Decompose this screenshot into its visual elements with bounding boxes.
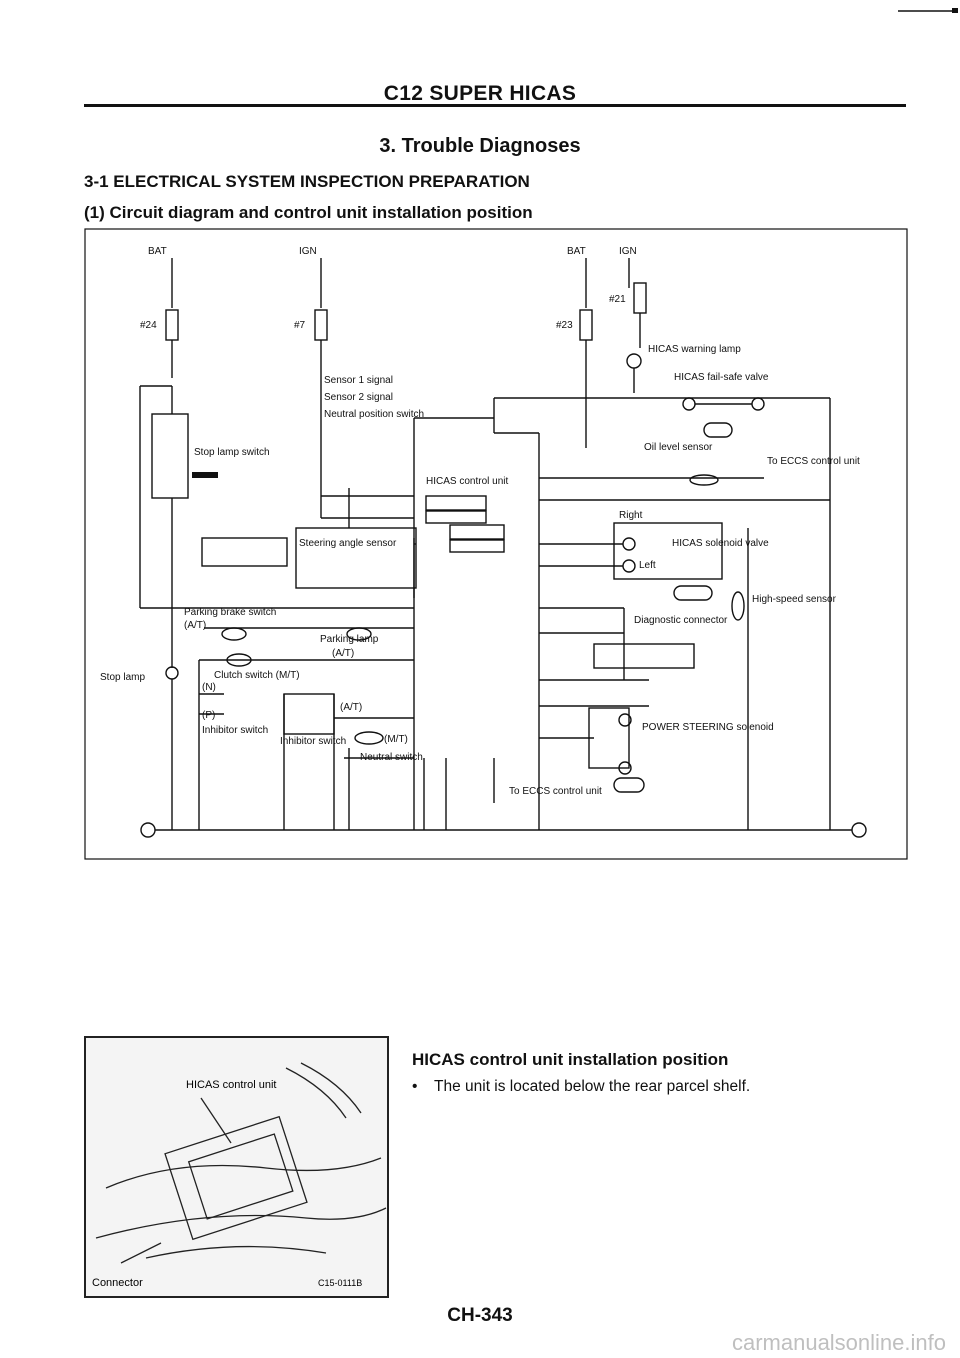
page-header-title: C12 SUPER HICAS	[383, 82, 577, 105]
label-stop-lamp-switch: Stop lamp switch	[194, 447, 270, 458]
label-hicas-failsafe-valve: HICAS fail-safe valve	[674, 372, 769, 383]
circuit-diagram: BAT IGN BAT IGN #24 #7 #23 #21 HICAS war…	[84, 228, 908, 860]
label-ign-2: IGN	[619, 246, 637, 257]
label-bat-2: BAT	[567, 246, 586, 257]
header-rule	[84, 104, 906, 107]
stop-lamp-switch-box	[151, 413, 189, 499]
label-parking-lamp: Parking lamp	[320, 634, 379, 645]
label-hicas-warning-lamp: HICAS warning lamp	[648, 344, 741, 355]
label-hicas-control-unit: HICAS control unit	[426, 476, 508, 487]
fuse-23	[579, 309, 593, 341]
label-ign-1: IGN	[299, 246, 317, 257]
label-inhibitor-switch-2: Inhibitor switch	[280, 736, 346, 747]
label-power-steering-solenoid: POWER STEERING solenoid	[642, 722, 774, 733]
installation-title: HICAS control unit installation position	[412, 1050, 729, 1069]
label-fuse-21: #21	[609, 294, 626, 305]
subsection-title: 3-1 ELECTRICAL SYSTEM INSPECTION PREPARA…	[84, 172, 530, 191]
label-clutch-switch: Clutch switch (M/T)	[214, 670, 300, 681]
installation-text: The unit is located below the rear parce…	[434, 1078, 751, 1095]
label-inhibitor-switch-1: Inhibitor switch	[202, 725, 268, 736]
legend-c: Neutral position switch	[324, 409, 424, 420]
steering-sensor-box	[295, 527, 417, 589]
label-high-speed-sensor: High-speed sensor	[752, 594, 837, 605]
label-fuse-7: #7	[294, 320, 306, 331]
bullet-dot: •	[412, 1078, 418, 1095]
fuse-24	[165, 309, 179, 341]
label-left: Left	[639, 560, 656, 571]
legend-a: Sensor 1 signal	[324, 375, 393, 386]
label-bat-1: BAT	[148, 246, 167, 257]
label-mt: (M/T)	[384, 734, 408, 745]
section-title: 3. Trouble Diagnoses	[379, 135, 581, 157]
label-steering-angle-sensor: Steering angle sensor	[299, 538, 397, 549]
watermark: carmanualsonline.info	[731, 1330, 946, 1355]
label-neutral-switch: Neutral switch	[360, 752, 423, 763]
label-parking-brake-switch: Parking brake switch	[184, 607, 276, 618]
legend-b: Sensor 2 signal	[324, 392, 393, 403]
photo-label-unit: HICAS control unit	[186, 1079, 276, 1091]
label-at-3: (A/T)	[340, 702, 362, 713]
label-hicas-solenoid-valve: HICAS solenoid valve	[672, 538, 769, 549]
label-diagnostic-connector: Diagnostic connector	[634, 615, 728, 626]
installation-photo: HICAS control unit Connector C15-0111B	[84, 1036, 389, 1298]
label-oil-level-sensor: Oil level sensor	[644, 442, 713, 453]
photo-label-connector: Connector	[92, 1277, 143, 1289]
label-at-2: (A/T)	[332, 648, 354, 659]
fuse-7	[314, 309, 328, 341]
label-fuse-23: #23	[556, 320, 573, 331]
label-to-eccs-2: To ECCS control unit	[509, 786, 602, 797]
installation-bullet: • The unit is located below the rear parc…	[412, 1078, 750, 1096]
page-number: CH-343	[447, 1305, 513, 1326]
label-at-1: (A/T)	[184, 620, 206, 631]
fuse-21	[633, 282, 647, 314]
label-fuse-24: #24	[140, 320, 157, 331]
subsection-subtitle: (1) Circuit diagram and control unit ins…	[84, 203, 533, 222]
label-p: (P)	[202, 710, 215, 721]
photo-code: C15-0111B	[318, 1278, 362, 1288]
label-to-eccs: To ECCS control unit	[767, 456, 860, 467]
diagram-frame	[84, 228, 908, 860]
label-n: (N)	[202, 682, 216, 693]
corner-mark	[898, 0, 960, 13]
label-stop-lamp: Stop lamp	[100, 672, 145, 683]
label-right: Right	[619, 510, 643, 521]
